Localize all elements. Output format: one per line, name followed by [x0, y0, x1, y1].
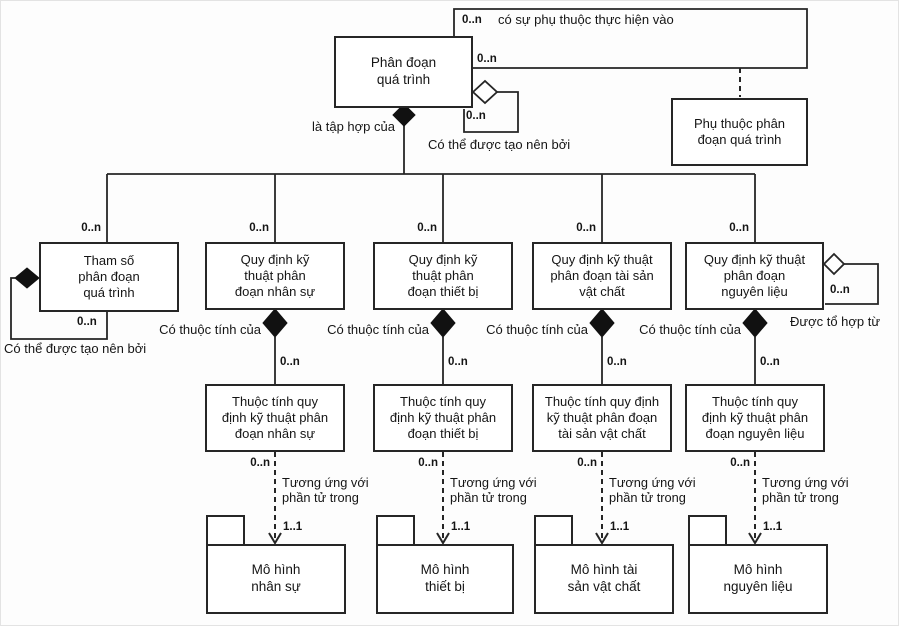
multiplicity-label: 0..n: [249, 222, 269, 234]
correspondence-label: Tương ứng với phần tử trong: [762, 475, 849, 505]
arrowhead-icon: [268, 532, 282, 545]
arrowhead-icon: [436, 532, 450, 545]
has-attribute-label: Có thuộc tính của: [327, 322, 429, 337]
arrowhead-icon: [748, 532, 762, 545]
class-box-spec-equipment: Quy định kỹ thuật phân đoạn thiết bị: [373, 242, 513, 310]
created-by-loop-line: [463, 91, 519, 133]
class-box-process-segment: Phân đoạn quá trình: [334, 36, 473, 108]
multiplicity-label: 0..n: [830, 284, 850, 296]
class-box-process-segment-parameter: Tham số phân đoạn quá trình: [39, 242, 179, 312]
multiplicity-label: 0..n: [417, 222, 437, 234]
created-by-label: Có thể được tạo nên bởi: [4, 341, 147, 356]
correspondence-label: Tương ứng với phần tử trong: [282, 475, 369, 505]
correspondence-label: Tương ứng với phần tử trong: [609, 475, 696, 505]
self-dependency-loop-line: [453, 8, 808, 69]
multiplicity-label: 0..n: [462, 14, 482, 26]
correspondence-label: Tương ứng với phần tử trong: [450, 475, 537, 505]
multiplicity-label: 0..n: [77, 316, 97, 328]
composed-from-label: Được tổ hợp từ: [790, 314, 881, 329]
created-by-label: Có thể được tạo nên bởi: [428, 137, 571, 152]
composition-diamond-icon: [589, 308, 615, 338]
multiplicity-label: 1..1: [763, 521, 783, 533]
composition-diamond-icon: [430, 308, 456, 338]
multiplicity-label: 0..n: [729, 222, 749, 234]
package-tab: [376, 515, 415, 546]
multiplicity-label: 0..n: [760, 356, 780, 368]
aggregation-diamond-icon: [822, 252, 846, 276]
package-box-model-material-asset: Mô hình tài sản vật chất: [534, 544, 674, 614]
multiplicity-label: 0..n: [81, 222, 101, 234]
multiplicity-label: 0..n: [730, 457, 750, 469]
has-attribute-label: Có thuộc tính của: [486, 322, 588, 337]
composition-diamond-icon: [262, 308, 288, 338]
self-dependency-label: có sự phụ thuộc thực hiện vào: [498, 12, 674, 27]
arrowhead-icon: [595, 532, 609, 545]
has-attribute-label: Có thuộc tính của: [639, 322, 741, 337]
class-box-spec-personnel: Quy định kỹ thuật phân đoạn nhân sự: [205, 242, 345, 310]
multiplicity-label: 0..n: [280, 356, 300, 368]
multiplicity-label: 0..n: [250, 457, 270, 469]
package-tab: [534, 515, 573, 546]
package-tab: [688, 515, 727, 546]
aggregation-diamond-icon: [471, 79, 499, 105]
class-box-process-segment-dependency: Phụ thuộc phân đoạn quá trình: [671, 98, 808, 166]
package-box-model-raw-material: Mô hình nguyên liệu: [688, 544, 828, 614]
multiplicity-label: 0..n: [466, 110, 486, 122]
class-box-attr-material-asset: Thuộc tính quy định kỹ thuật phân đoạn t…: [532, 384, 672, 452]
composition-diamond-icon: [14, 267, 40, 289]
composition-diamond-icon: [392, 103, 416, 127]
class-box-spec-raw-material: Quy định kỹ thuật phân đoạn nguyên liệu: [685, 242, 824, 310]
multiplicity-label: 0..n: [577, 457, 597, 469]
param-loop-line: [10, 277, 108, 340]
multiplicity-label: 0..n: [607, 356, 627, 368]
multiplicity-label: 1..1: [283, 521, 303, 533]
composed-from-loop-line: [825, 263, 879, 305]
package-box-model-personnel: Mô hình nhân sự: [206, 544, 346, 614]
multiplicity-label: 0..n: [477, 53, 497, 65]
class-box-attr-personnel: Thuộc tính quy định kỹ thuật phân đoạn n…: [205, 384, 345, 452]
composition-diamond-icon: [742, 308, 768, 338]
has-attribute-label: Có thuộc tính của: [159, 322, 261, 337]
multiplicity-label: 0..n: [448, 356, 468, 368]
multiplicity-label: 1..1: [610, 521, 630, 533]
multiplicity-label: 1..1: [451, 521, 471, 533]
package-tab: [206, 515, 245, 546]
class-box-attr-raw-material: Thuộc tính quy định kỹ thuật phân đoạn n…: [685, 384, 825, 452]
class-box-attr-equipment: Thuộc tính quy định kỹ thuật phân đoạn t…: [373, 384, 513, 452]
multiplicity-label: 0..n: [576, 222, 596, 234]
aggregation-label: là tập hợp của: [312, 119, 395, 134]
package-box-model-equipment: Mô hình thiết bị: [376, 544, 514, 614]
multiplicity-label: 0..n: [418, 457, 438, 469]
class-box-spec-material-asset: Quy định kỹ thuật phân đoạn tài sản vật …: [532, 242, 672, 310]
